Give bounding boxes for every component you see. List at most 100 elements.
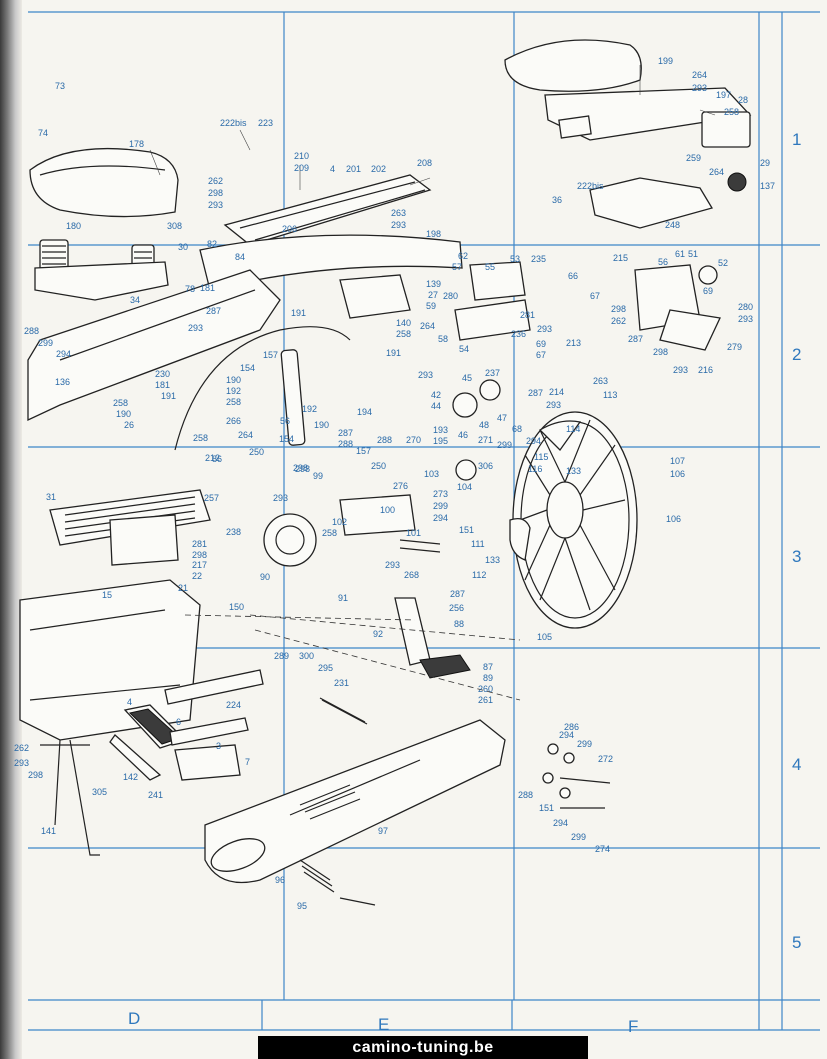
callout: 214	[549, 387, 564, 397]
callout: 250	[249, 447, 264, 457]
callout: 36	[552, 195, 562, 205]
callout: 6	[176, 717, 181, 727]
callout: 96	[275, 875, 285, 885]
callout: 215	[613, 253, 628, 263]
callout: 299	[577, 739, 592, 749]
callout: 67	[590, 291, 600, 301]
callout: 191	[291, 308, 306, 318]
callout: 28	[738, 95, 748, 105]
callout: 192	[302, 404, 317, 414]
callout: 287	[628, 334, 643, 344]
callout: 15	[102, 590, 112, 600]
callout: 61	[675, 249, 685, 259]
callout: 101	[406, 528, 421, 538]
callout: 299	[38, 338, 53, 348]
callout: 133	[566, 466, 581, 476]
callout: 202	[371, 164, 386, 174]
callout: 34	[130, 295, 140, 305]
callout: 45	[462, 373, 472, 383]
callout: 294	[56, 349, 71, 359]
row-label: 4	[792, 755, 801, 774]
callout: 73	[55, 81, 65, 91]
callout: 236	[511, 329, 526, 339]
callout: 298	[192, 550, 207, 560]
callout: 280	[738, 302, 753, 312]
callout: 287	[450, 589, 465, 599]
callout: 190	[226, 375, 241, 385]
callout: 258	[193, 433, 208, 443]
callout: 230	[155, 369, 170, 379]
callout: 52	[718, 258, 728, 268]
callout: 264	[709, 167, 724, 177]
callout: 4	[127, 697, 132, 707]
callout: 258	[724, 107, 739, 117]
callout: 57	[452, 262, 462, 272]
callout: 157	[263, 350, 278, 360]
callout: 154	[240, 363, 255, 373]
callout: 142	[123, 772, 138, 782]
callout: 95	[297, 901, 307, 911]
callout: 293	[188, 323, 203, 333]
callout: 181	[200, 283, 215, 293]
callout: 104	[457, 482, 472, 492]
callout: 216	[698, 365, 713, 375]
callout: 150	[229, 602, 244, 612]
callout: 293	[546, 400, 561, 410]
callout: 270	[406, 435, 421, 445]
callout: 4	[330, 164, 335, 174]
callout: 222bis	[220, 118, 247, 128]
callout: 3	[216, 741, 221, 751]
callout: 287	[206, 306, 221, 316]
callout: 87	[483, 662, 493, 672]
callout: 191	[161, 391, 176, 401]
callout: 293	[208, 200, 223, 210]
callout: 222bis	[577, 181, 604, 191]
callout: 30	[178, 242, 188, 252]
callout: 300	[299, 651, 314, 661]
callout: 56	[658, 257, 668, 267]
callout: 141	[41, 826, 56, 836]
callout: 263	[391, 208, 406, 218]
callout: 22	[192, 571, 202, 581]
callout: 191	[386, 348, 401, 358]
callout: 294	[553, 818, 568, 828]
callout: 298	[653, 347, 668, 357]
callout: 133	[485, 555, 500, 565]
callout: 113	[603, 390, 617, 400]
parts-artwork	[19, 39, 752, 906]
row-label: 1	[792, 130, 801, 149]
callout: 31	[46, 492, 56, 502]
callout: 293	[537, 324, 552, 334]
callout: 48	[479, 420, 489, 430]
callout: 262	[611, 316, 626, 326]
callout: 287	[338, 428, 353, 438]
callout: 237	[485, 368, 500, 378]
callout: 263	[593, 376, 608, 386]
callout: 67	[536, 350, 546, 360]
callout: 271	[478, 435, 493, 445]
callout: 42	[431, 390, 441, 400]
callout: 193	[433, 425, 448, 435]
callout: 84	[235, 252, 245, 262]
callout: 250	[371, 461, 386, 471]
callout: 213	[566, 338, 581, 348]
callout: 293	[273, 493, 288, 503]
callout: 58	[438, 334, 448, 344]
callout: 55	[485, 262, 495, 272]
callout: 206	[282, 224, 297, 234]
callout: 59	[426, 301, 436, 311]
callout: 293	[391, 220, 406, 230]
callout: 190	[116, 409, 131, 419]
callout: 78	[185, 284, 195, 294]
callout: 258	[396, 329, 411, 339]
callout: 280	[443, 291, 458, 301]
callout: 151	[539, 803, 554, 813]
callout: 264	[692, 70, 707, 80]
callout: 115	[534, 452, 548, 462]
callout: 103	[424, 469, 439, 479]
callout: 266	[226, 416, 241, 426]
callout: 140	[396, 318, 411, 328]
callout: 88	[454, 619, 464, 629]
